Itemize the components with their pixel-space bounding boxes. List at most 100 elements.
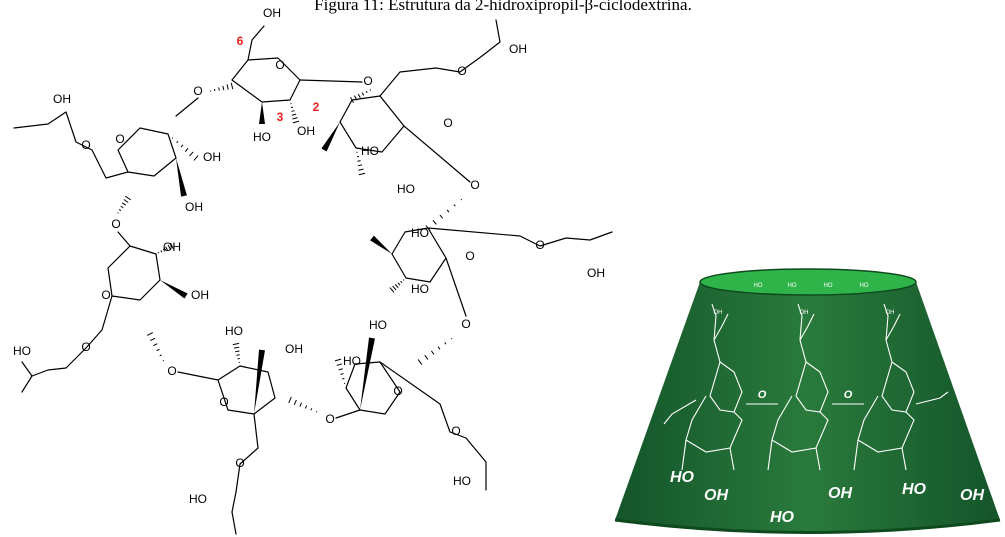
- hydroxyl-bottom-c2-bond: [232, 342, 240, 363]
- ring-oxygen-right-mid: O: [465, 249, 474, 263]
- glycosidic-bond-5b: [146, 332, 165, 362]
- glycosidic-oxygen-1: O: [363, 74, 372, 88]
- hydroxypropyl-left-bottom-oh: HO: [13, 344, 31, 358]
- hydroxyl-top-c6: OH: [263, 6, 281, 20]
- c6-chain-top: [247, 25, 265, 61]
- hydroxypropyl-top-right-chain: [379, 19, 501, 97]
- cone-link-oxygen-2: O: [844, 389, 853, 401]
- cone-unit-1-ho-bond: [767, 439, 773, 471]
- hydroxyl-bottom-c3: OH: [285, 342, 303, 356]
- hydroxyl-right-mid-c3: HO: [411, 226, 429, 240]
- atom-labels: OOOOOOOOOOOOOOOHHOHOHOHOHOHOHOOHHOOHOHOH…: [13, 6, 605, 506]
- cone-bottom-label-0: HO: [670, 469, 695, 486]
- cone-rim-label-1: HO: [788, 283, 797, 289]
- hydroxyl-right-mid-c3-bond: [370, 235, 392, 254]
- hydroxyl-bottom-c3-bond: [254, 349, 265, 414]
- cone-body: [615, 282, 1000, 533]
- hydroxypropyl-left-top-oh: OH: [53, 92, 71, 106]
- molecular-structure: OOOOOOOOOOOOOOOHHOHOHOHOHOHOHOOHHOOHOHOH…: [13, 6, 613, 535]
- cone-left-edge-link: [663, 399, 697, 425]
- hydroxypropyl-left-top-chain: [13, 111, 129, 179]
- hydroxyl-bottom-right-c2: HO: [343, 354, 361, 368]
- cone-unit-0-ho-bond: [681, 439, 687, 471]
- glycosidic-bond-5a: [177, 371, 219, 381]
- hydroxypropyl-top-right-ether-oxygen: O: [457, 64, 466, 78]
- cone-unit-0-chain: [713, 313, 729, 341]
- cone-unit-1-oh-bond: [815, 447, 821, 471]
- cone-unit-2-ring: [881, 303, 915, 413]
- hydroxypropyl-bottom-right-oh: HO: [453, 474, 471, 488]
- cone-top-rim: [699, 268, 917, 296]
- ring-oxygen-left-bottom: O: [101, 288, 110, 302]
- hydroxypropyl-bottom-oh: HO: [189, 492, 207, 506]
- cone-rim-label-2: HO: [824, 283, 833, 289]
- carbon-number-3: 3: [277, 110, 284, 124]
- glucose-ring-top: [231, 57, 301, 103]
- hydroxyl-left-top-c3-bond: [176, 158, 187, 197]
- glycosidic-bond-2a: [403, 125, 471, 183]
- glycosidic-oxygen-4: O: [325, 412, 334, 426]
- hydroxyl-bottom-right-c2-bond: [334, 358, 346, 384]
- ring-oxygen-bottom: O: [219, 395, 228, 409]
- ring-oxygen-right-top: O: [443, 116, 452, 130]
- cone-bottom-edge: [614, 518, 1001, 534]
- hydroxyl-left-bottom-c2-bond: [157, 242, 174, 254]
- glycosidic-oxygen-7: O: [193, 84, 202, 98]
- ring-oxygen-left-top: O: [115, 132, 124, 146]
- hydroxyl-top-c3-bond: [259, 102, 265, 124]
- glucose-ring-left-top: [117, 127, 177, 177]
- cone-bottom-label-3: OH: [828, 485, 852, 502]
- hydroxypropyl-bottom-right-chain: [379, 361, 487, 491]
- cone-unit-1-ring: [795, 303, 829, 413]
- carbon-number-6: 6: [237, 34, 244, 48]
- glycosidic-bond-1a: [299, 79, 363, 83]
- bond-lines: [13, 19, 613, 535]
- cone-unit-1-top-oh: OH: [800, 310, 809, 316]
- hydroxyl-top-c2: OH: [297, 124, 315, 138]
- hydroxyl-left-top-c2-bond: [171, 137, 199, 161]
- hydroxyl-left-bottom-c3-bond: [160, 280, 188, 299]
- hydroxyl-bottom-c2: HO: [225, 324, 243, 338]
- hydroxypropyl-left-bottom-branch: [21, 361, 33, 393]
- cone-rim-label-3: HO: [860, 283, 869, 289]
- cone-right-edge-link: [915, 391, 949, 405]
- hydroxypropyl-right-mid-chain: [427, 227, 613, 247]
- cone-unit-1-chain: [799, 313, 815, 341]
- hydroxyl-bottom-right-c3-bond: [360, 337, 375, 410]
- cone-unit-1-lower: [771, 395, 829, 453]
- hydroxypropyl-left-bottom-ether-oxygen: O: [81, 340, 90, 354]
- glycosidic-oxygen-6: O: [111, 217, 120, 231]
- hydroxyl-right-top-c2: HO: [397, 182, 415, 196]
- hydroxypropyl-bottom-right-ether-oxygen: O: [451, 424, 460, 438]
- glycosidic-bond-7b: [209, 82, 234, 92]
- hydroxypropyl-bottom-chain: [231, 413, 259, 535]
- glycosidic-bond-6b: [117, 195, 131, 214]
- glycosidic-bond-4a: [335, 409, 361, 419]
- hydroxyl-left-top-c2: OH: [203, 150, 221, 164]
- wedge-bonds: [117, 82, 463, 414]
- hydroxyl-right-top-c2-bond: [356, 151, 366, 176]
- glycosidic-bond-3b: [417, 337, 453, 365]
- cone-unit-2-oh-bond: [901, 447, 907, 471]
- glycosidic-bond-1b: [350, 89, 372, 104]
- glycosidic-bond-7a: [175, 97, 199, 117]
- glucose-ring-bottom: [217, 365, 276, 415]
- glycosidic-bond-2b: [425, 198, 463, 231]
- cone-bottom-label-1: OH: [704, 487, 728, 504]
- ring-oxygen-top: O: [275, 58, 284, 72]
- cone-unit-0-ring: [709, 303, 743, 413]
- hydroxypropyl-top-right-oh: OH: [509, 42, 527, 56]
- cone-unit-2-chain: [885, 313, 901, 341]
- hydroxyl-top-c2-bond: [290, 103, 300, 124]
- cone-unit-0-oh-bond: [729, 447, 735, 471]
- cone-unit-2-ho-bond: [853, 439, 859, 471]
- hydroxypropyl-right-mid-oh: OH: [587, 266, 605, 280]
- hydroxyl-left-bottom-c2: OH: [163, 240, 181, 254]
- cone-unit-0-top-oh: OH: [714, 310, 723, 316]
- cone-unit-2-top-oh: OH: [886, 310, 895, 316]
- glycosidic-oxygen-3: O: [461, 317, 470, 331]
- cone-bottom-label-5: OH: [960, 487, 984, 504]
- cone-bottom-label-4: HO: [902, 481, 927, 498]
